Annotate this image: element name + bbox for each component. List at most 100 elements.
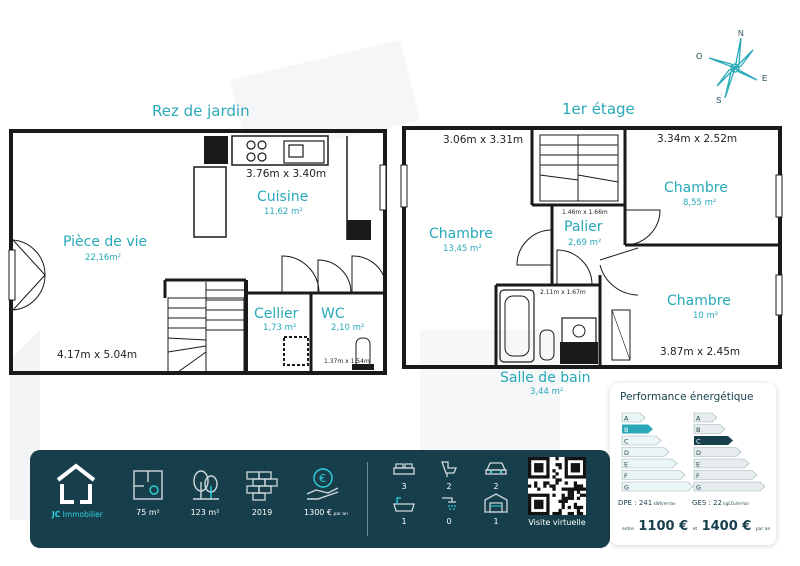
- room-dims-living: 4.17m x 5.04m: [57, 349, 138, 361]
- dpe-bar-b: [622, 424, 653, 434]
- feature-bedrooms: 3: [401, 482, 407, 491]
- feature-parking: 2: [493, 482, 499, 491]
- euro-hand-icon: €: [306, 468, 339, 500]
- brand-logo-icon: [56, 463, 96, 504]
- room-area-kitchen: 11,62 m²: [264, 207, 303, 217]
- ges-value: GES : 22 kgCO₂/m²/an: [692, 499, 749, 507]
- stat-year: 2019: [251, 508, 273, 517]
- compass-south: S: [716, 96, 722, 105]
- ges-letter-a: A: [696, 415, 701, 423]
- performance-title: Performance énergétique: [620, 391, 754, 403]
- price-mid: et: [692, 527, 698, 532]
- room-name-wc: WC: [321, 306, 345, 322]
- qr-label[interactable]: Visite virtuelle: [528, 518, 586, 527]
- shower-icon: [442, 497, 456, 510]
- compass-north: N: [738, 29, 744, 38]
- dpe-letter-c: C: [624, 438, 629, 446]
- room-name-bathroom: Salle de bain: [500, 370, 591, 386]
- feature-toilets: 2: [446, 482, 452, 491]
- bathtub-icon: [393, 497, 415, 512]
- dpe-letter-g: G: [624, 484, 629, 492]
- room-area-bedroom2: 8,55 m²: [683, 198, 717, 208]
- svg-text:€: €: [319, 472, 326, 485]
- room-area-wc: 2,10 m²: [331, 323, 365, 333]
- ges-bar-f: [693, 470, 758, 480]
- room-area-bedroom1: 13,45 m²: [443, 244, 482, 254]
- price-low: 1100 €: [638, 519, 689, 534]
- ges-bar-b: [693, 424, 726, 434]
- dpe-letter-b: B: [624, 426, 628, 434]
- room-name-landing: Palier: [564, 219, 603, 235]
- room-dims-landing: 1.46m x 1.66m: [562, 209, 608, 216]
- dpe-bar-a: [621, 412, 646, 423]
- ges-unit: kgCO₂/m²/an: [722, 501, 749, 506]
- dpe-letter-e: E: [624, 461, 628, 469]
- brand-prefix: JC: [52, 510, 61, 519]
- ges-letter-e: E: [696, 461, 700, 469]
- dpe-value: DPE : 241 kWh/m²/an: [618, 499, 675, 507]
- ges-letter-b: B: [696, 426, 700, 434]
- stat-surface: 75 m²: [136, 508, 160, 517]
- compass-west: O: [696, 52, 703, 61]
- stat-land: 123 m²: [190, 508, 220, 517]
- ges-bar-a: [693, 412, 718, 423]
- dpe-bar-g: [621, 481, 694, 492]
- room-name-bedroom2: Chambre: [664, 180, 728, 196]
- info-divider: [367, 462, 368, 536]
- room-dims-bedroom3: 3.87m x 2.45m: [660, 346, 741, 358]
- room-dims-kitchen: 3.76m x 3.40m: [246, 168, 327, 180]
- bed-icon: [393, 463, 415, 475]
- room-area-cellar: 1,73 m²: [263, 323, 297, 333]
- ges-bar-g: [693, 481, 766, 492]
- dpe-label: DPE : 241: [618, 499, 653, 507]
- dpe-letter-d: D: [624, 449, 629, 457]
- brand-suffix: Immobilier: [60, 510, 103, 519]
- room-area-living: 22,16m²: [85, 253, 122, 263]
- feature-garages: 1: [493, 517, 499, 526]
- car-icon: [485, 462, 507, 475]
- dpe-bar-d: [621, 447, 670, 457]
- feature-bathtubs: 1: [401, 517, 407, 526]
- room-dims-bathroom: 2.11m x 1.67m: [540, 289, 586, 296]
- stat-energy-cost: 1300 € par an: [296, 508, 356, 517]
- qr-code[interactable]: [528, 457, 586, 515]
- room-dims-bedroom2: 3.34m x 2.52m: [657, 133, 738, 145]
- room-dims-bedroom1: 3.06m x 3.31m: [443, 134, 524, 146]
- room-name-living: Pièce de vie: [63, 234, 148, 250]
- room-area-landing: 2,69 m²: [568, 238, 602, 248]
- dpe-letter-f: F: [624, 472, 628, 480]
- ground-floor-title: Rez de jardin: [152, 102, 250, 120]
- toilet-icon: [441, 461, 457, 477]
- compass-icon: [708, 37, 758, 99]
- garage-icon: [484, 493, 508, 513]
- room-name-cellar: Cellier: [254, 306, 299, 322]
- brand-name: JC Immobilier: [52, 510, 103, 519]
- stat-energy-cost-suffix: par an: [332, 512, 348, 517]
- room-name-kitchen: Cuisine: [257, 189, 309, 205]
- ges-bar-e: [693, 458, 750, 469]
- room-dims-wc: 1.37m x 1.54m: [324, 358, 370, 365]
- floor-plan-icon: [133, 470, 163, 500]
- room-name-bedroom1: Chambre: [429, 226, 493, 242]
- price-suffix: par an: [755, 527, 771, 532]
- ges-letter-c: C: [696, 438, 701, 446]
- estimated-cost: entre 1100 € et 1400 € par an: [622, 517, 770, 535]
- compass-east: E: [762, 74, 768, 83]
- room-area-bathroom: 3,44 m²: [530, 387, 564, 397]
- room-area-bedroom3: 10 m²: [693, 311, 719, 321]
- price-high: 1400 €: [701, 519, 752, 534]
- ges-letter-d: D: [696, 449, 701, 457]
- ges-bar-c: [694, 436, 733, 445]
- dpe-bar-e: [621, 458, 678, 469]
- dpe-bar-f: [621, 470, 686, 480]
- feature-showers: 0: [446, 517, 452, 526]
- ges-bar-d: [693, 447, 742, 457]
- brick-wall-icon: [246, 471, 278, 501]
- stat-energy-cost-value: 1300 €: [304, 508, 333, 517]
